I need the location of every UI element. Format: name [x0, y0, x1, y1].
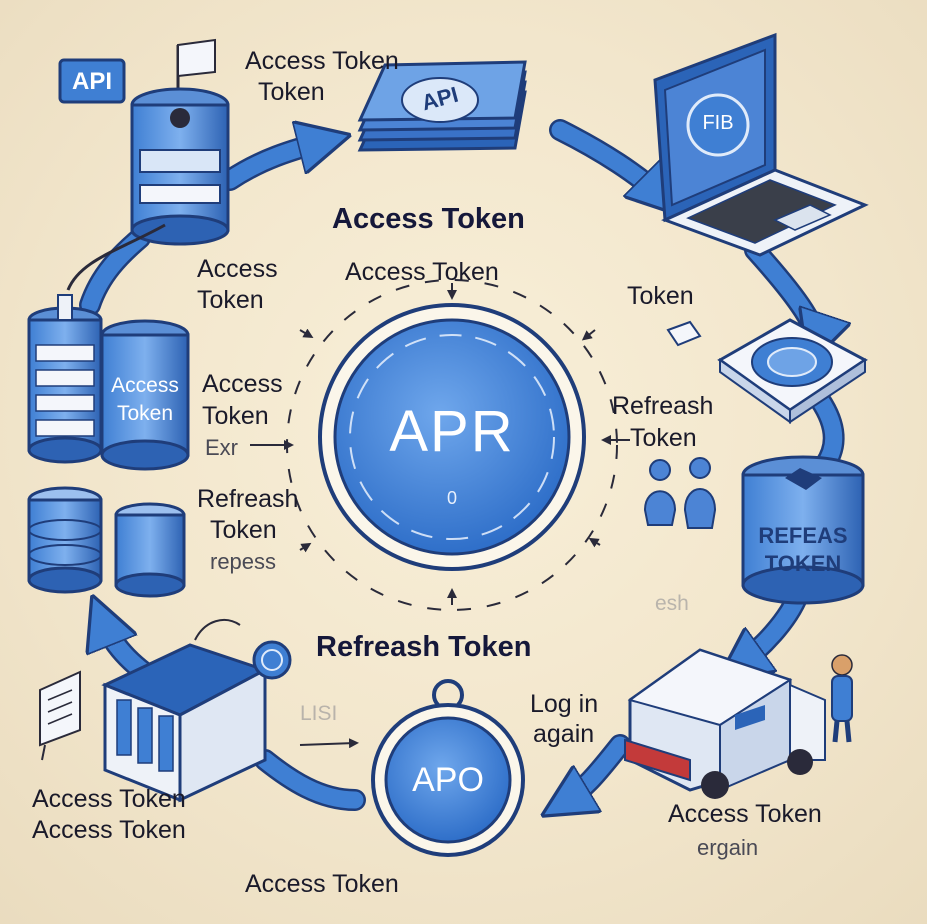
- api-flag-label: API: [71, 68, 112, 95]
- token-can-icon: [100, 319, 190, 471]
- database-icon: [27, 294, 103, 464]
- center-sub-label: 0: [446, 488, 457, 508]
- laptop-screen-label: FIB: [702, 112, 734, 134]
- left-upper-label-line1: Access: [197, 255, 278, 283]
- left-mid-label-line1: Access: [202, 370, 283, 398]
- cycle-arrow-icon: [79, 119, 834, 805]
- right-token-label: Token: [627, 282, 694, 310]
- bottom-left-label-line1: Access Token: [32, 785, 186, 813]
- database-icon: [66, 87, 230, 291]
- stopwatch-badge-icon: [371, 679, 525, 857]
- building-icon: [101, 619, 292, 803]
- bottom-center-label: Access Token: [245, 870, 399, 898]
- left-upper-label-line2: Token: [197, 286, 264, 314]
- people-icon: [643, 320, 717, 529]
- top-card-title-line2: Token: [258, 78, 325, 106]
- bottom-right-login-line2: again: [533, 720, 595, 748]
- api-flag-icon: [58, 38, 216, 110]
- left-can-label: Access Token: [111, 374, 179, 425]
- left-lower-label-line2: Token: [210, 516, 277, 544]
- person-icon: [831, 654, 853, 743]
- left-mid-label-line2: Token: [202, 402, 269, 430]
- token-can-icon: [741, 455, 865, 605]
- token-can-icon: [114, 502, 186, 598]
- stacked-cards-icon: [357, 60, 527, 152]
- right-can-label: REFEAS TOKEN: [758, 523, 848, 576]
- center-main-label: APR: [389, 399, 515, 464]
- left-lower-label-line3: repess: [210, 549, 277, 574]
- right-faded-label: esh: [655, 592, 689, 615]
- bottom-right-login-line1: Log in: [530, 690, 599, 718]
- center-badge-icon: [318, 303, 586, 571]
- heading-access-token: Access Token: [332, 203, 525, 235]
- database-icon: [27, 486, 103, 594]
- bottom-left-label-line2: Access Token: [32, 816, 186, 844]
- left-mid-label-line3: Exr: [205, 435, 238, 460]
- right-refresh-label-line2: Token: [630, 424, 697, 452]
- top-card-title-line1: Access Token: [245, 47, 399, 75]
- bottom-right-label-line1: Access Token: [668, 800, 822, 828]
- ring-top-label: Access Token: [345, 258, 499, 286]
- heading-refresh-token: Refreash Token: [316, 631, 532, 663]
- right-refresh-label-line1: Refreash: [612, 392, 714, 420]
- bottom-right-label-line2: ergain: [697, 835, 759, 860]
- left-lower-label-line1: Refreash: [197, 485, 299, 513]
- laptop-icon: [653, 32, 869, 257]
- ring-arrows: [250, 283, 630, 749]
- delivery-truck-icon: [624, 648, 826, 799]
- bottom-badge-label: APO: [412, 761, 484, 799]
- tablet-icon: [717, 318, 868, 424]
- whiteboard-icon: [39, 670, 81, 761]
- bottom-faded-label: LISI: [300, 702, 338, 725]
